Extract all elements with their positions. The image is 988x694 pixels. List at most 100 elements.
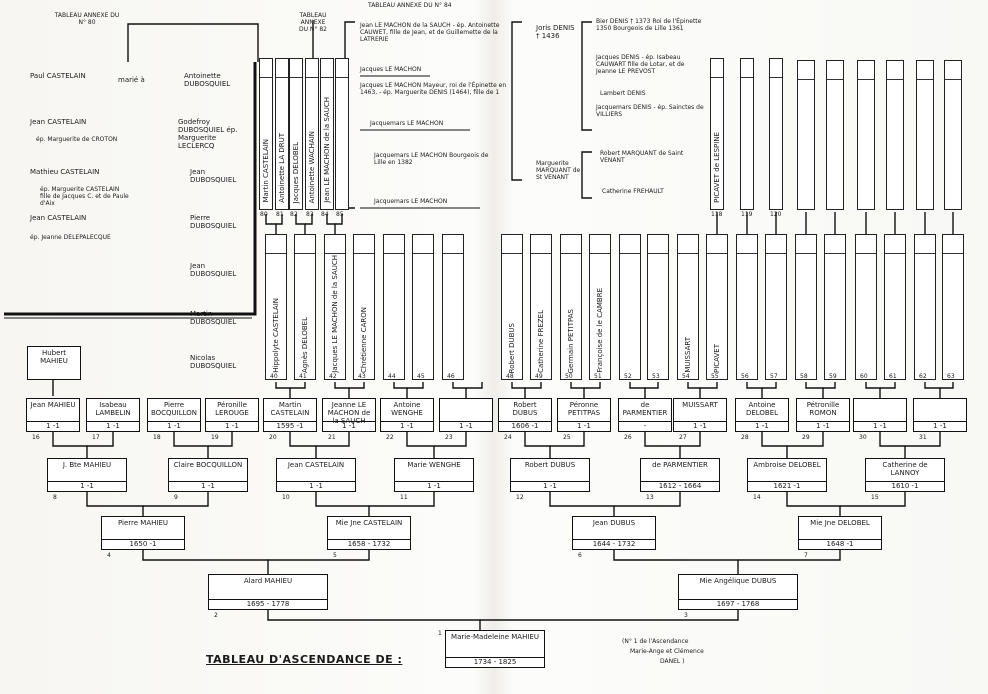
ancestor-column: Germain PETITPAS — [560, 234, 582, 380]
person-number: 21 — [328, 434, 336, 441]
ancestor-column: Catherine FREZEL — [530, 234, 552, 380]
person-name: Marie WENGHE — [407, 461, 461, 469]
person-number: 11 — [400, 494, 408, 501]
column-number: 80 — [260, 211, 268, 218]
annex84-line-5: Jacquemars LE MACHON Bourgeois de Lille … — [374, 152, 489, 166]
annex80-right-4: Pierre DUBOSQUIEL — [190, 214, 237, 230]
column-header — [321, 59, 333, 78]
person-dates: 1612 - 1664 — [641, 481, 719, 490]
column-number: 50 — [565, 373, 573, 380]
person-number: 2 — [214, 612, 218, 619]
column-number: 82 — [290, 211, 298, 218]
column-header — [354, 235, 374, 254]
person-number: 24 — [504, 434, 512, 441]
annex84-line-3: Jacques LE MACHON Mayeur, roi de l'Épine… — [360, 82, 507, 96]
column-header — [678, 235, 698, 254]
person-name: MUISSART — [682, 401, 718, 409]
person-box: Antoine WENGHE 1 -1 — [380, 398, 434, 432]
person-number: 22 — [386, 434, 394, 441]
annex84-line-1: Jean LE MACHON de la SAUCH - ép. Antoine… — [360, 22, 500, 43]
person-name: Pétronille ROMON — [806, 401, 840, 417]
annex80-person-4: Jean CASTELAIN — [30, 214, 87, 222]
person-number: 17 — [92, 434, 100, 441]
person-name: Antoine WENGHE — [391, 401, 423, 417]
person-name: Alard MAHIEU — [243, 577, 293, 585]
person-dates: 1697 - 1768 — [679, 599, 797, 608]
ancestor-column — [619, 234, 641, 380]
person-name: Jean MAHIEU — [30, 401, 76, 409]
column-header — [266, 235, 286, 254]
ancestor-column: PICAVET de LESPINE — [710, 58, 724, 210]
ancestor-column — [914, 234, 936, 380]
ancestor-column — [795, 234, 817, 380]
person-number: 3 — [684, 612, 688, 619]
ancestor-column — [916, 60, 934, 210]
person-number: 9 — [174, 494, 178, 501]
ancestor-column — [855, 234, 877, 380]
column-header — [590, 235, 610, 254]
annex-82-title: TABLEAU ANNEXE DU N° 82 — [299, 12, 327, 33]
person-dates: 1 -1 — [381, 421, 433, 430]
column-header — [531, 235, 551, 254]
person-name: Marie-Madeleine MAHIEU — [451, 633, 539, 641]
column-header — [295, 235, 315, 254]
column-header — [766, 235, 786, 254]
column-number: 61 — [889, 373, 897, 380]
person-dates: 1 -1 — [87, 421, 139, 430]
ancestor-column — [797, 60, 815, 210]
person-dates: 1 -1 — [48, 481, 126, 490]
column-name: Jean LE MACHON de la SAUCH — [323, 97, 331, 203]
column-number: 52 — [624, 373, 632, 380]
reference-note-3: DANEL ) — [660, 658, 685, 665]
column-header — [306, 59, 318, 78]
person-name: Jean CASTELAIN — [287, 461, 345, 469]
annex84-right-1: Bier DENIS † 1373 Roi de l'Épinette 1350… — [596, 18, 702, 32]
person-dates: 1606 -1 — [499, 421, 551, 430]
person-number: 15 — [871, 494, 879, 501]
column-header — [825, 235, 845, 254]
person-name: de PARMENTIER — [652, 461, 708, 469]
annex80-right-5: Jean DUBOSQUIEL — [190, 262, 237, 278]
column-header — [502, 235, 522, 254]
annex80-person-2-detail: ép. Marguerite de CROTON — [36, 136, 118, 143]
person-name: Isabeau LAMBELIN — [95, 401, 131, 417]
column-header — [260, 59, 272, 78]
person-box: 1 -1 — [913, 398, 967, 432]
person-name: Péronille LEROUGE — [215, 401, 249, 417]
ancestor-column — [942, 234, 964, 380]
reference-note-1: (N° 1 de l'Ascendance — [622, 638, 689, 645]
ancestor-column: Jacques LE MACHON de la SAUCH — [324, 234, 346, 380]
person-number: 27 — [679, 434, 687, 441]
person-name: Pierre MAHIEU — [117, 519, 169, 527]
person-name: Péronne PETITPAS — [567, 401, 601, 417]
person-name: Antoine DELOBEL — [745, 401, 779, 417]
person-name: Pierre BOCQUILLON — [150, 401, 198, 417]
column-number: 84 — [321, 211, 329, 218]
person-number: 5 — [333, 552, 337, 559]
column-header — [885, 235, 905, 254]
ancestor-column — [824, 234, 846, 380]
person-name: Mie Angélique DUBUS — [699, 577, 777, 585]
person-dates: 1 -1 — [674, 421, 726, 430]
person-dates: 1 -1 — [169, 481, 247, 490]
column-header — [620, 235, 640, 254]
person-dates: 1 -1 — [914, 421, 966, 430]
person-number: 25 — [563, 434, 571, 441]
person-number: 18 — [153, 434, 161, 441]
column-header — [945, 61, 961, 80]
ancestor-column: Jacques DELOBEL — [289, 58, 303, 210]
column-name: Chrétienne CARON — [360, 306, 368, 373]
column-header — [856, 235, 876, 254]
